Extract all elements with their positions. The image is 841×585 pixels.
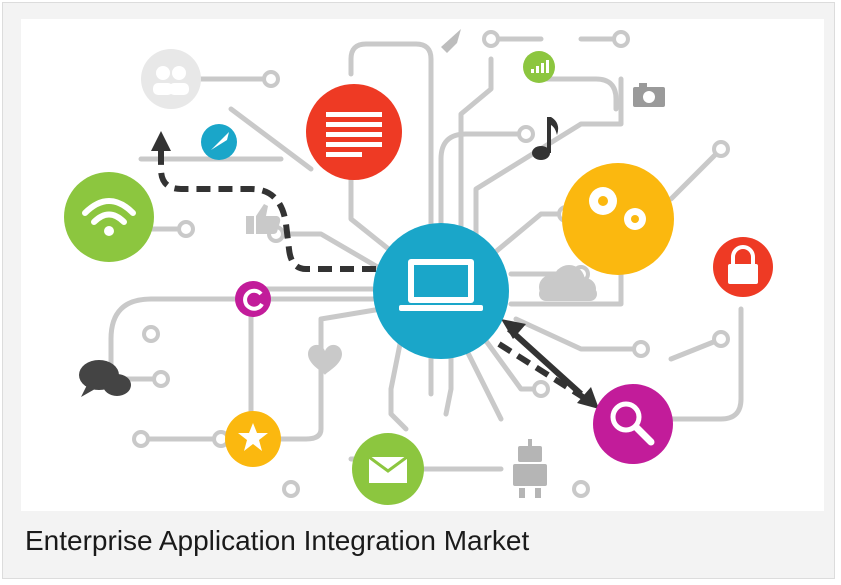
heart-icon — [308, 344, 342, 375]
page-caption: Enterprise Application Integration Marke… — [25, 525, 530, 556]
network-diagram — [64, 29, 773, 505]
refresh-node — [235, 281, 271, 317]
star-node — [225, 411, 281, 467]
arrow-up-left-icon — [501, 319, 526, 339]
rocket-outline-icon — [441, 29, 461, 53]
rocket-node — [201, 124, 237, 160]
wifi-icon — [82, 198, 136, 225]
robot-icon — [513, 439, 547, 498]
lock-icon — [728, 245, 758, 284]
rocket-icon — [211, 132, 229, 150]
document-icon — [326, 112, 382, 157]
search-node — [593, 384, 673, 464]
arrow-up-icon — [151, 131, 171, 151]
music-note-icon — [532, 117, 559, 160]
laptop-hub — [373, 223, 509, 359]
wifi-node — [64, 172, 154, 262]
lock-node — [713, 237, 773, 297]
star-icon — [238, 423, 268, 451]
gears-node — [562, 163, 674, 275]
signal-node — [523, 51, 555, 83]
data-flow-lines — [158, 149, 588, 402]
thumbs-up-icon — [246, 204, 281, 234]
email-node — [352, 433, 424, 505]
camera-icon — [633, 83, 665, 107]
users-icon — [153, 66, 189, 95]
chat-icon — [79, 360, 131, 397]
integration-illustration — [21, 19, 824, 511]
users-node — [141, 49, 201, 109]
arrow-down-right-icon — [577, 387, 599, 409]
content-card: Enterprise Application Integration Marke… — [2, 2, 835, 579]
search-icon — [610, 401, 655, 446]
refresh-icon — [243, 288, 264, 311]
signal-icon — [531, 60, 549, 73]
document-node — [306, 84, 402, 180]
cloud-icon — [539, 265, 597, 301]
